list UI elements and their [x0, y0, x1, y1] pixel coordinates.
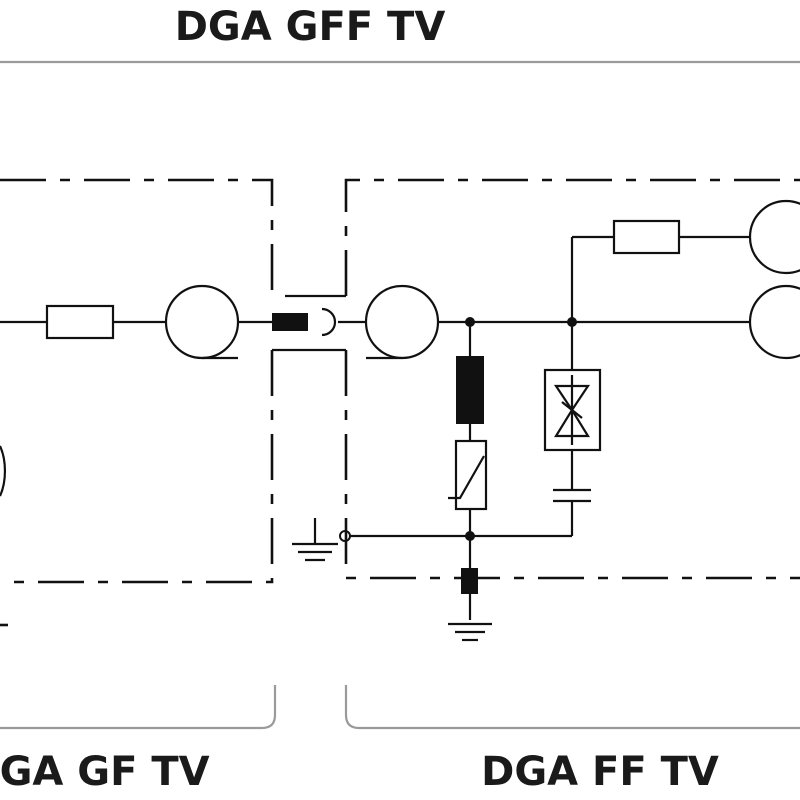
right-edge-coil-lower	[748, 284, 800, 360]
bottom-right-device-label: DGA FF TV	[481, 749, 719, 795]
capacitor	[553, 488, 591, 503]
left-module-enclosure	[0, 178, 274, 627]
surge-protector-branch	[543, 322, 602, 536]
ground-inductor	[461, 568, 478, 594]
ground-icon	[292, 518, 338, 562]
left-partial-coil	[0, 445, 6, 497]
left-resistor	[45, 304, 115, 340]
plug-connector	[272, 294, 346, 352]
ferrite-inductor	[456, 356, 484, 424]
right-edge-coil-upper	[748, 199, 800, 275]
varistor	[448, 439, 488, 511]
bottom-left-device-label: DGA GF TV	[0, 749, 210, 795]
right-signal-path	[338, 284, 800, 360]
left-signal-path	[0, 284, 272, 497]
right-inductor-coil	[364, 284, 440, 360]
bottom-left-bracket	[0, 685, 277, 730]
bottom-right-bracket	[344, 685, 800, 730]
plug-pin	[272, 313, 308, 331]
ground-icon	[448, 622, 492, 642]
top-device-label: DGA GFF TV	[175, 4, 446, 50]
right-module-enclosure	[344, 178, 800, 580]
upper-branch	[570, 199, 800, 322]
varistor-branch	[448, 322, 492, 642]
left-inductor-coil	[164, 284, 240, 360]
socket-contact	[321, 307, 337, 337]
upper-resistor	[612, 219, 681, 255]
gas-discharge-tube	[543, 368, 602, 452]
